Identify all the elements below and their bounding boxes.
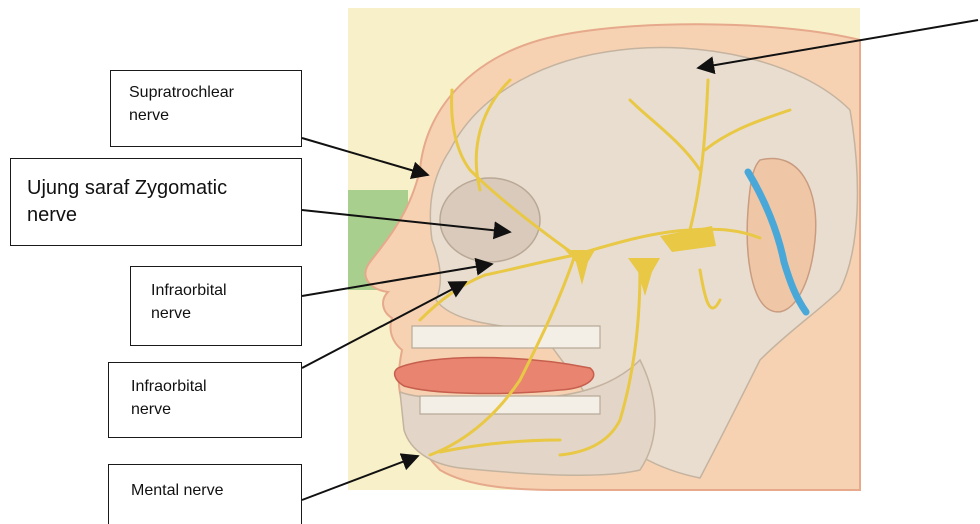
label-text: Mental nerve [131, 479, 279, 502]
label-text: Supratrochlear [129, 81, 283, 104]
label-infraorbital-nerve: Infraorbital nerve [130, 266, 302, 346]
label-text: Ujung saraf Zygomatic [27, 175, 285, 202]
label-text: Infraorbital [131, 375, 279, 398]
label-text: Infraorbital [151, 279, 281, 302]
tongue [395, 358, 594, 394]
label-zygomatic-nerve: Ujung saraf Zygomatic nerve [10, 158, 302, 246]
label-text: nerve [131, 398, 279, 421]
label-text: nerve [151, 302, 281, 325]
label-mental-nerve: Mental nerve [108, 464, 302, 524]
label-supratrochlear-nerve: Supratrochlear nerve [110, 70, 302, 147]
upper-teeth [412, 326, 600, 348]
label-text: nerve [129, 104, 283, 127]
label-text: nerve [27, 202, 285, 229]
lower-teeth [420, 396, 600, 414]
label-infraorbital-nerve-2: Infraorbital nerve [108, 362, 302, 438]
